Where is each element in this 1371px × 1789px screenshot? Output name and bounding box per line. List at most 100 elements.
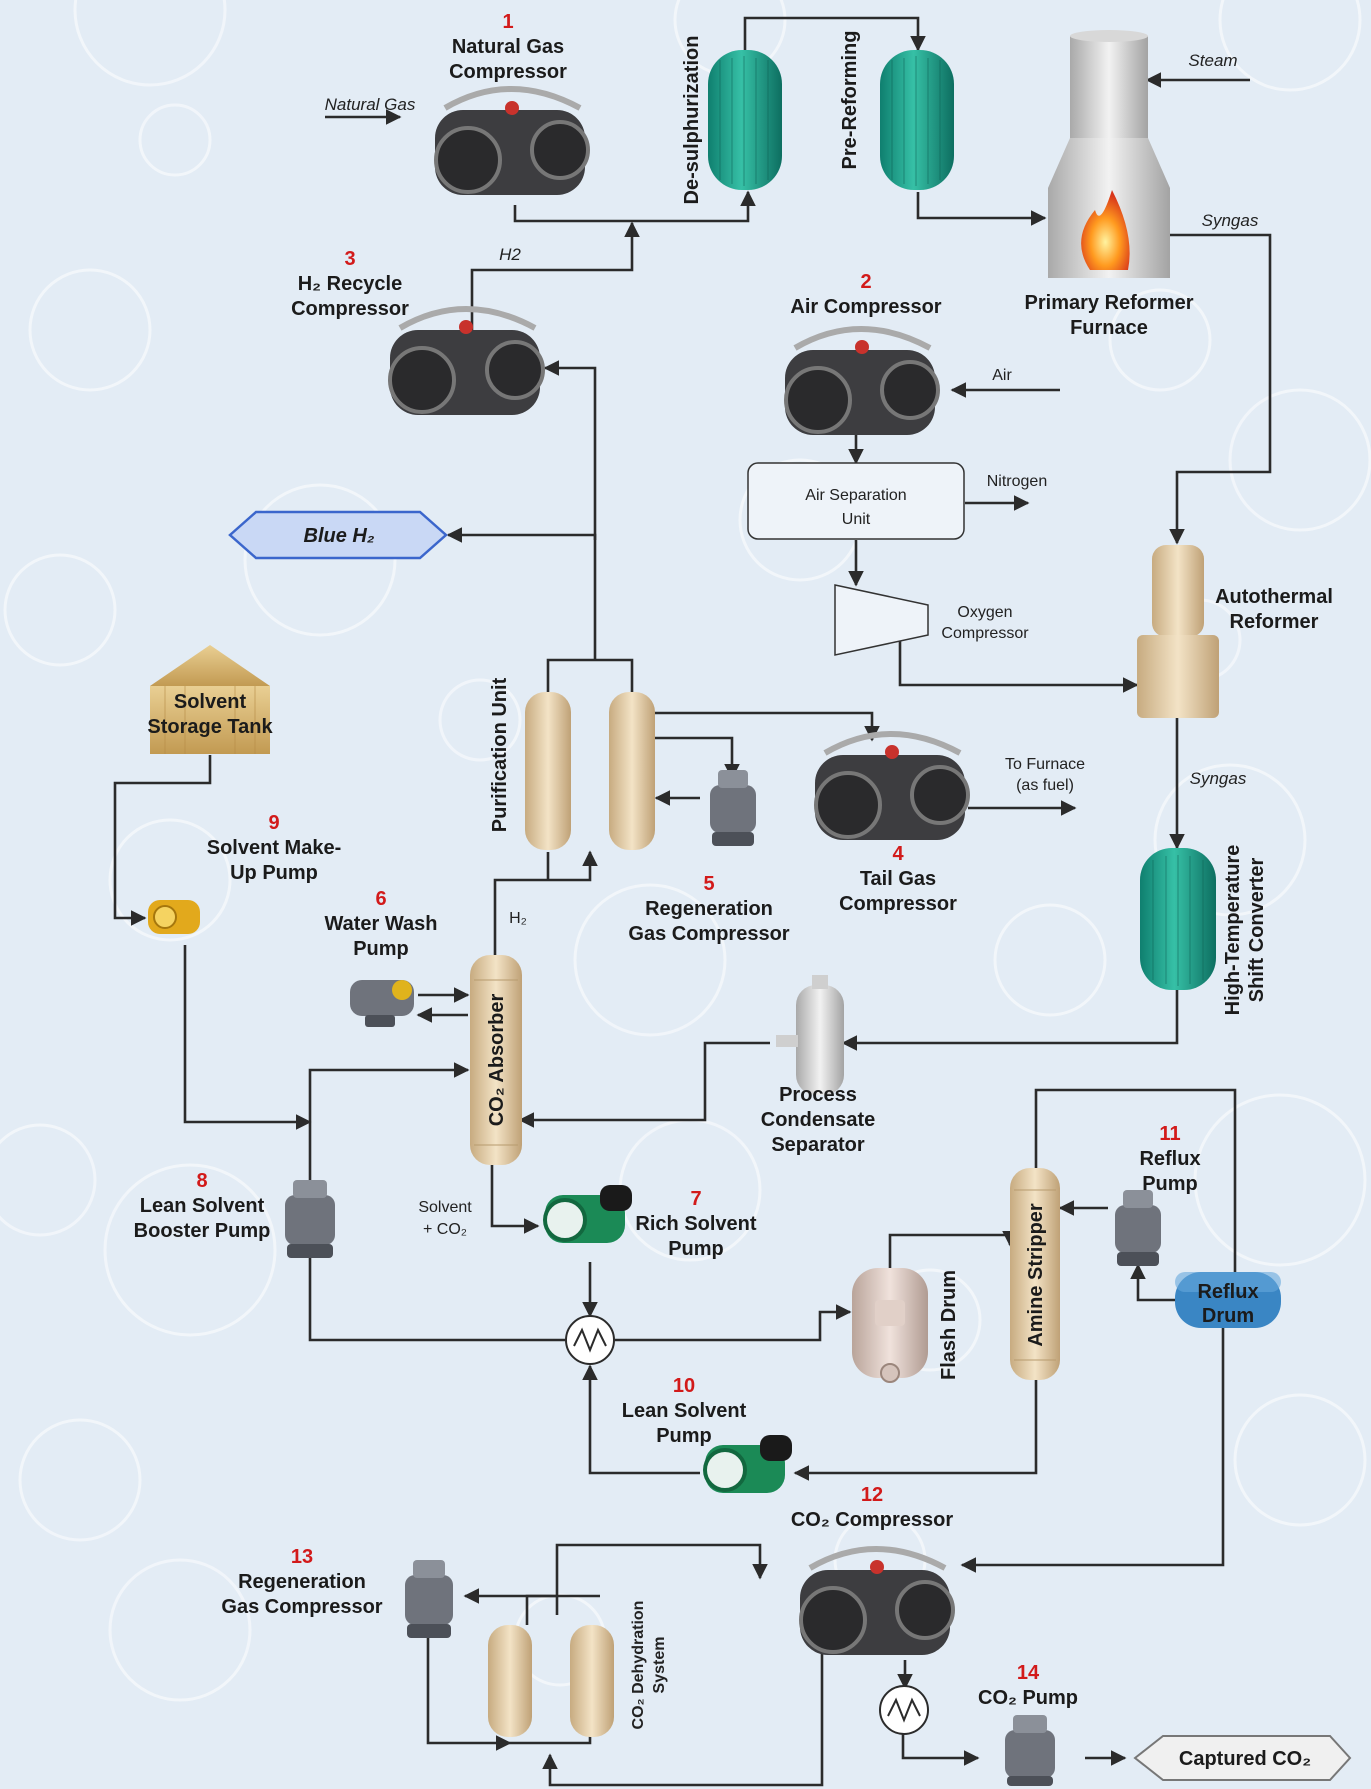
solvent-makeup-pump-label-1: Solvent Make- [207, 837, 341, 859]
blue-h2-label: Blue H₂ [304, 525, 375, 547]
num-3: 3 [344, 248, 355, 270]
num-6: 6 [375, 888, 386, 910]
autothermal-reformer-label-1: Autothermal [1215, 586, 1333, 608]
solvent-storage-tank [150, 645, 270, 754]
pcs-label-2: Condensate [761, 1109, 875, 1131]
blue-h2-product-shape [228, 510, 448, 560]
syngas-flow-label-1: Syngas [1202, 211, 1259, 230]
autothermal-reformer-vessel [1137, 545, 1219, 718]
co2-pump-icon [1005, 1715, 1055, 1786]
reflux-drum-vessel [1175, 1272, 1281, 1328]
amine-stripper-label: Amine Stripper [1025, 1203, 1047, 1347]
dehydration-label-2: System [651, 1637, 668, 1694]
pre-reforming-label: Pre-Reforming [839, 31, 861, 170]
oxygen-compressor-symbol [834, 584, 929, 656]
regen-compressor-5-label-2: Gas Compressor [628, 923, 789, 945]
solvent-storage-label-2: Storage Tank [147, 716, 273, 738]
regeneration-compressor-13-icon [405, 1560, 453, 1638]
lean-solvent-booster-pump-label-1: Lean Solvent [140, 1195, 265, 1217]
tail-gas-compressor-label-2: Compressor [839, 893, 957, 915]
amine-stripper-column [1010, 1168, 1060, 1380]
num-1: 1 [502, 11, 513, 33]
co2-dehydration-vessels [488, 1625, 614, 1737]
air-separation-unit-box [747, 462, 965, 540]
reflux-pump-label-2: Pump [1142, 1173, 1198, 1195]
to-furnace-flow-label-2: (as fuel) [1016, 777, 1074, 794]
h2-recycle-compressor-label-2: Compressor [291, 298, 409, 320]
num-2: 2 [860, 271, 871, 293]
co2-compressor-icon [799, 1546, 955, 1655]
water-wash-pump-label-1: Water Wash [325, 913, 438, 935]
regen-compressor-13-label-2: Gas Compressor [221, 1596, 382, 1618]
air-compressor-icon [784, 326, 940, 435]
h2-recycle-compressor-label-1: H₂ Recycle [298, 273, 403, 295]
rich-solvent-pump-label-2: Pump [668, 1238, 724, 1260]
h2-recycle-compressor-icon [388, 306, 545, 415]
num-11: 11 [1159, 1123, 1180, 1145]
air-compressor-label: Air Compressor [790, 296, 941, 318]
h2-absorber-flow-label: H₂ [509, 910, 527, 927]
pre-reforming-vessel [880, 50, 954, 190]
natural-gas-compressor-icon [434, 86, 590, 195]
pcs-label-3: Separator [771, 1134, 865, 1156]
num-12: 12 [861, 1484, 883, 1506]
flash-drum-vessel [852, 1268, 928, 1383]
co2-absorber-column [470, 955, 522, 1165]
co2-absorber-label: CO₂ Absorber [486, 993, 508, 1126]
lean-solvent-booster-pump-icon [285, 1180, 335, 1258]
reflux-pump-label-1: Reflux [1139, 1148, 1200, 1170]
solvent-makeup-pump-icon [148, 900, 200, 934]
water-wash-pump-icon [350, 980, 414, 1027]
steam-flow-label: Steam [1188, 51, 1237, 70]
high-temperature-shift-converter-vessel [1140, 848, 1216, 990]
solvent-storage-label-1: Solvent [174, 691, 247, 713]
to-furnace-flow-label-1: To Furnace [1005, 756, 1085, 773]
rich-solvent-pump-label-1: Rich Solvent [635, 1213, 756, 1235]
co2-compressor-label: CO₂ Compressor [791, 1509, 953, 1531]
reflux-pump-icon [1115, 1190, 1161, 1266]
htsc-label-2: Shift Converter [1246, 858, 1268, 1003]
purification-unit-vessels [525, 692, 655, 850]
oxygen-compressor-label-1: Oxygen [957, 604, 1012, 621]
num-7: 7 [690, 1188, 701, 1210]
heat-exchanger-icon [565, 1315, 615, 1365]
captured-co2-product-shape [1133, 1735, 1352, 1781]
primary-reformer-furnace [1048, 30, 1170, 278]
nitrogen-flow-label: Nitrogen [987, 473, 1047, 490]
pcs-label-1: Process [779, 1084, 857, 1106]
desulphurization-vessel [708, 50, 782, 190]
air-flow-label: Air [992, 367, 1012, 384]
rich-solvent-pump-icon [543, 1185, 632, 1243]
primary-reformer-label-2: Furnace [1070, 317, 1148, 339]
natural-gas-compressor-label-2: Compressor [449, 61, 567, 83]
num-8: 8 [196, 1170, 207, 1192]
num-14: 14 [1017, 1662, 1040, 1684]
process-condensate-separator-vessel [776, 975, 844, 1095]
regen-compressor-5-label-1: Regeneration [645, 898, 773, 920]
num-13: 13 [291, 1546, 313, 1568]
lean-solvent-pump-icon [703, 1435, 792, 1493]
solvent-makeup-pump-label-2: Up Pump [230, 862, 318, 884]
reflux-drum-label-2: Drum [1202, 1305, 1254, 1327]
primary-reformer-label-1: Primary Reformer [1025, 292, 1194, 314]
tail-gas-compressor-icon [814, 731, 970, 840]
autothermal-reformer-label-2: Reformer [1230, 611, 1319, 633]
oxygen-compressor-label-2: Compressor [941, 625, 1029, 642]
natural-gas-compressor-label-1: Natural Gas [452, 36, 564, 58]
syngas-flow-label-2: Syngas [1190, 769, 1247, 788]
co2-pump-label: CO₂ Pump [978, 1687, 1078, 1709]
solvent-co2-flow-label-1: Solvent [418, 1199, 472, 1216]
regen-compressor-13-label-1: Regeneration [238, 1571, 366, 1593]
lean-solvent-pump-label-2: Pump [656, 1425, 712, 1447]
captured-co2-label: Captured CO₂ [1179, 1748, 1311, 1770]
purification-unit-label: Purification Unit [489, 677, 511, 832]
tail-gas-compressor-label-1: Tail Gas [860, 868, 936, 890]
natural-gas-flow-label: Natural Gas [325, 95, 416, 114]
dehydration-label-1: CO₂ Dehydration [630, 1601, 647, 1730]
lean-solvent-booster-pump-label-2: Booster Pump [134, 1220, 271, 1242]
asu-label-1: Air Separation [805, 487, 906, 504]
solvent-co2-flow-label-2: + CO₂ [423, 1221, 467, 1238]
asu-label-2: Unit [842, 511, 871, 528]
co2-heat-exchanger-icon [879, 1685, 929, 1735]
